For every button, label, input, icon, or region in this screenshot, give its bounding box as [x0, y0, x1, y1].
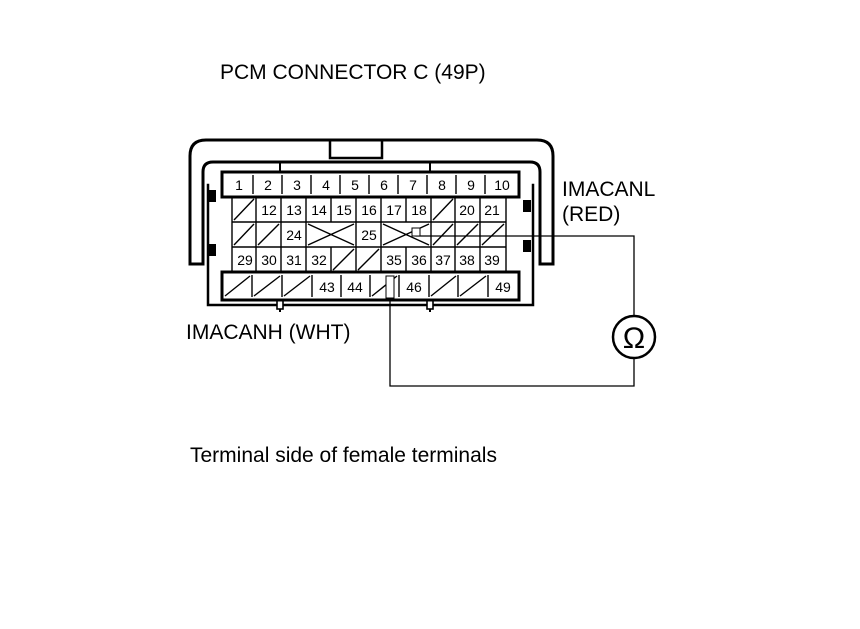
pin-label: 21	[484, 202, 500, 218]
ohmmeter-circle	[611, 314, 657, 360]
pin-label: 4	[322, 177, 330, 193]
imacanh-label: IMACANH (WHT)	[186, 321, 350, 344]
pin-label: 6	[380, 177, 388, 193]
diagram-caption: Terminal side of female terminals	[190, 444, 497, 467]
pin-label: 10	[494, 177, 510, 193]
pin-label: 25	[361, 227, 377, 243]
pin-label: 38	[459, 252, 475, 268]
probe-tips	[385, 227, 421, 299]
pin-label: 8	[438, 177, 446, 193]
pin-numbers-row5: 43 44 46 49	[319, 279, 511, 295]
pin-label: 16	[361, 202, 377, 218]
pin-label: 15	[336, 202, 352, 218]
pin-label: 7	[409, 177, 417, 193]
pin-label: 2	[264, 177, 272, 193]
pin-label: 1	[235, 177, 243, 193]
pin-label: 43	[319, 279, 335, 295]
pin-label: 13	[286, 202, 302, 218]
locking-tabs	[208, 190, 531, 256]
pin-label: 20	[459, 202, 475, 218]
pin-rows	[220, 170, 521, 302]
pin-label: 3	[293, 177, 301, 193]
pin-numbers-row1: 1 2 3 4 5 6 7 8 9 10	[235, 177, 510, 193]
lead-imacanh	[389, 278, 635, 387]
pin-label: 30	[261, 252, 277, 268]
pin-label: 29	[237, 252, 253, 268]
pin-label: 14	[311, 202, 327, 218]
diagram-title: PCM CONNECTOR C (49P)	[220, 61, 486, 84]
pin-label: 37	[435, 252, 451, 268]
pin-label: 24	[286, 227, 302, 243]
pin-label: 36	[411, 252, 427, 268]
pin-label: 32	[311, 252, 327, 268]
pin-numbers-row3: 24 25	[286, 227, 377, 243]
pin-label: 17	[386, 202, 402, 218]
ohmmeter: Ω	[611, 314, 657, 360]
ohm-symbol: Ω	[623, 322, 645, 355]
imacanl-label: IMACANL	[562, 178, 655, 201]
pin-label: 46	[406, 279, 422, 295]
pin-label: 12	[261, 202, 277, 218]
pin-label: 9	[467, 177, 475, 193]
pin-numbers-row2: 12 13 14 15 16 17 18 20 21	[261, 202, 500, 218]
pin-numbers-row4: 29 30 31 32 35 36 37 38 39	[237, 252, 500, 268]
pin-label: 39	[484, 252, 500, 268]
pin-label: 44	[347, 279, 363, 295]
pin-label: 18	[411, 202, 427, 218]
pin-label: 31	[286, 252, 302, 268]
pin-label: 5	[351, 177, 359, 193]
pin-label: 49	[495, 279, 511, 295]
pin-dividers	[224, 175, 505, 297]
imacanl-color-label: (RED)	[562, 203, 620, 226]
pin-label: 35	[386, 252, 402, 268]
